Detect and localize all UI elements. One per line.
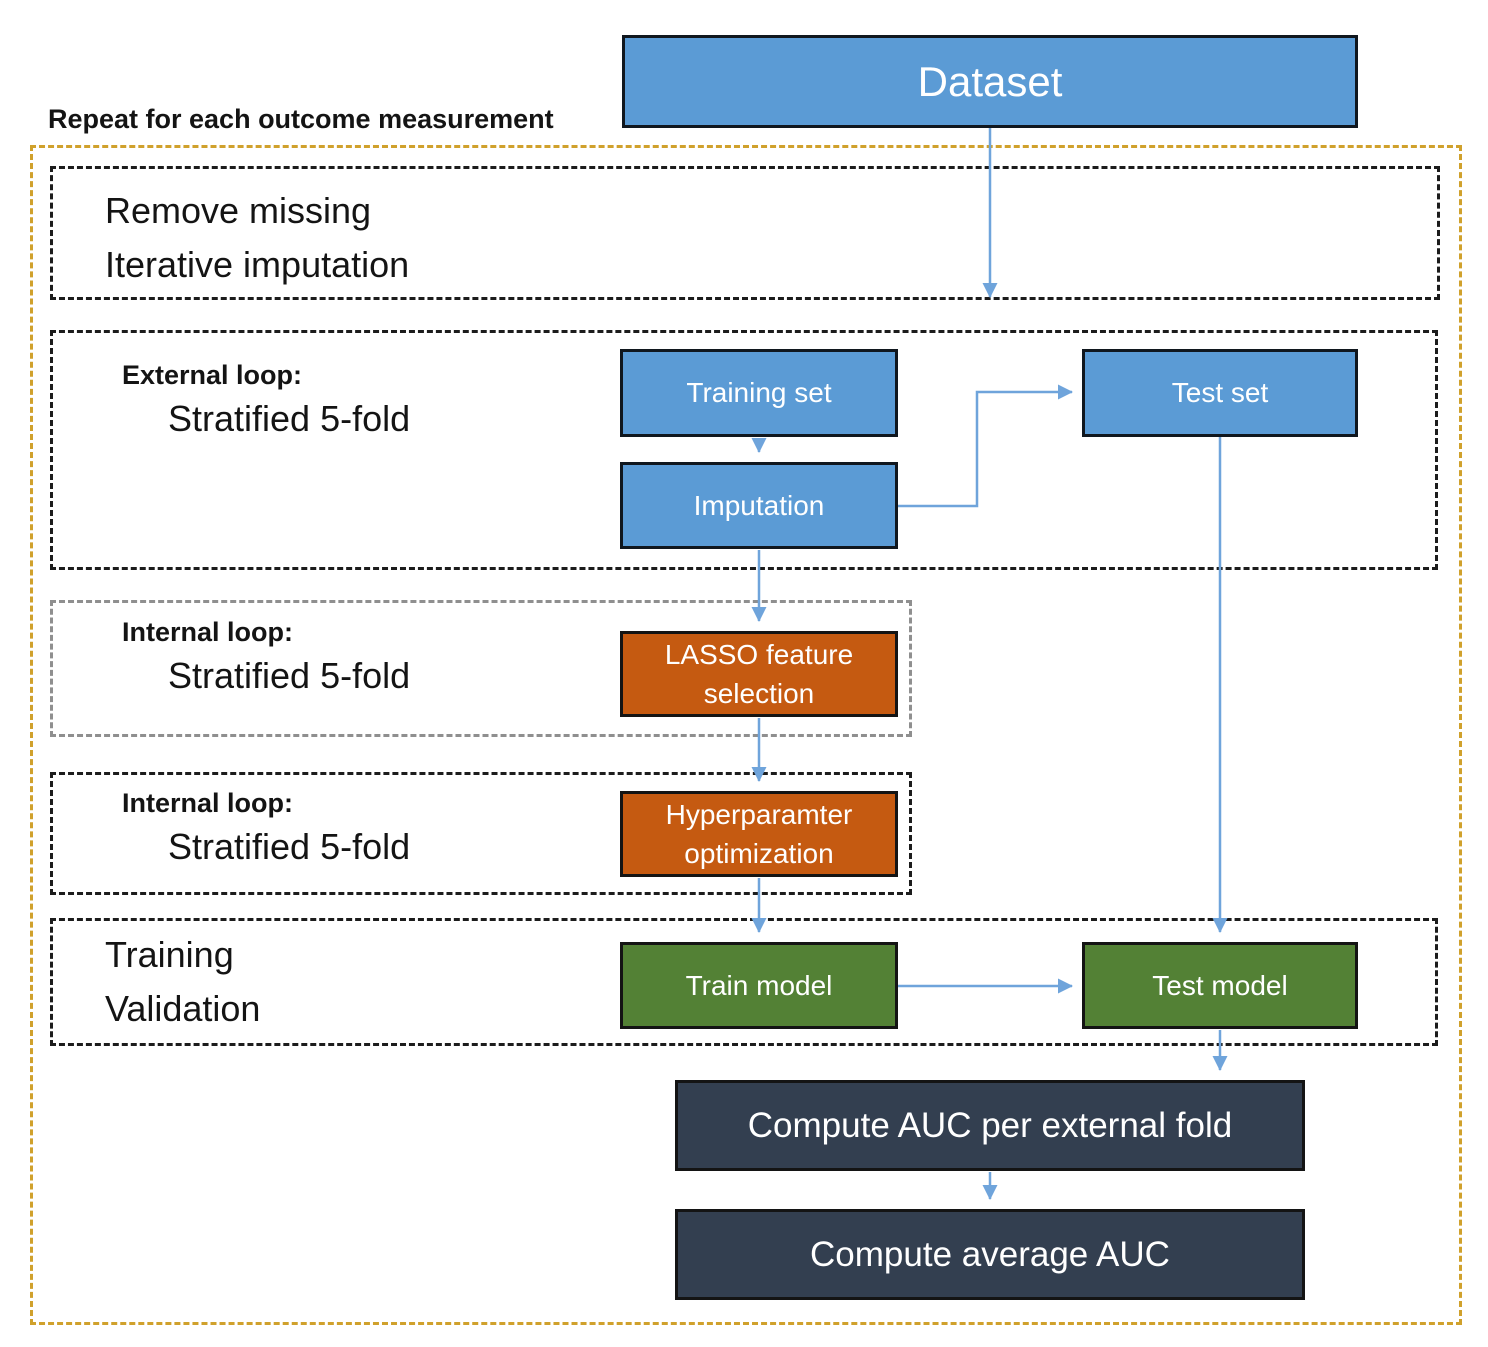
preprocess-line2: Iterative imputation [105,244,410,285]
imputation-node: Imputation [620,462,898,549]
preprocess-line1: Remove missing [105,190,372,231]
compute-auc-node: Compute AUC per external fold [675,1080,1305,1171]
repeat-caption: Repeat for each outcome measurement [48,104,554,134]
external-loop-section [50,330,1438,570]
test-model-node: Test model [1082,942,1358,1029]
hyperparameter-optimization-node: Hyperparamter optimization [620,791,898,877]
test-set-node: Test set [1082,349,1358,437]
internal-loop1-section [50,600,912,737]
compute-average-auc-node: Compute average AUC [675,1209,1305,1300]
training-set-node: Training set [620,349,898,437]
outer-loop-region [30,145,1462,1325]
internal-loop2-section [50,772,912,895]
training-validation-line2: Validation [105,988,261,1029]
training-validation-line1: Training [105,934,234,975]
preprocess-section [50,166,1440,300]
external-loop-label: External loop: [122,360,303,390]
internal-loop1-label: Internal loop: [122,617,293,647]
internal-loop2-label: Internal loop: [122,788,293,818]
internal-loop1-sublabel: Stratified 5-fold [168,655,411,696]
train-model-node: Train model [620,942,898,1029]
lasso-feature-selection-node: LASSO feature selection [620,631,898,717]
internal-loop2-sublabel: Stratified 5-fold [168,826,411,867]
external-loop-sublabel: Stratified 5-fold [168,398,411,439]
dataset-node: Dataset [622,35,1358,128]
training-validation-section [50,918,1438,1046]
